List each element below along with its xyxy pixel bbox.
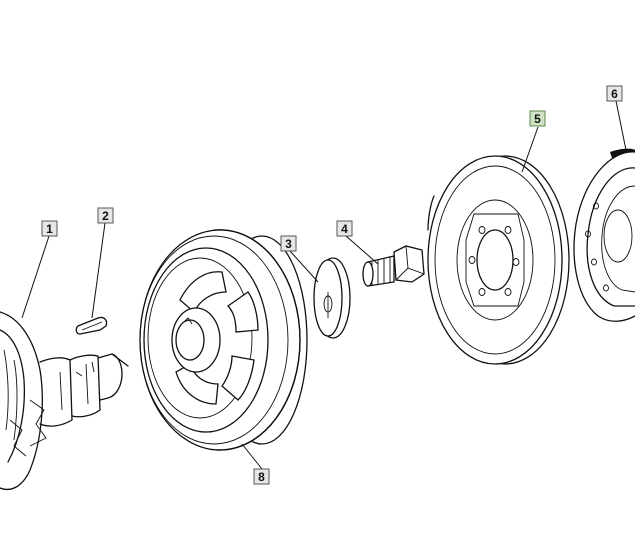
callout-6[interactable]: 6: [606, 85, 623, 102]
pulley-part[interactable]: [427, 155, 570, 365]
leader-lines: [21, 100, 627, 470]
woodruff-key-part[interactable]: [75, 316, 108, 335]
callout-2[interactable]: 2: [97, 207, 114, 224]
callout-3-label: 3: [285, 237, 292, 251]
callout-3[interactable]: 3: [280, 235, 297, 252]
callout-5[interactable]: 5: [529, 110, 546, 127]
damper-part[interactable]: [573, 148, 635, 322]
bolt-part[interactable]: [362, 245, 425, 287]
callout-4[interactable]: 4: [336, 220, 353, 237]
washer-part[interactable]: [313, 257, 351, 339]
hub-pulley-part[interactable]: [139, 229, 308, 451]
callout-2-label: 2: [102, 209, 109, 223]
callout-1-label: 1: [46, 222, 53, 236]
callout-8-label: 8: [258, 470, 265, 484]
crankshaft-part[interactable]: [0, 311, 129, 491]
callout-6-label: 6: [611, 87, 618, 101]
callout-4-label: 4: [341, 222, 348, 236]
callout-8[interactable]: 8: [253, 468, 270, 485]
callout-1[interactable]: 1: [41, 220, 58, 237]
callout-5-label: 5: [534, 112, 541, 126]
